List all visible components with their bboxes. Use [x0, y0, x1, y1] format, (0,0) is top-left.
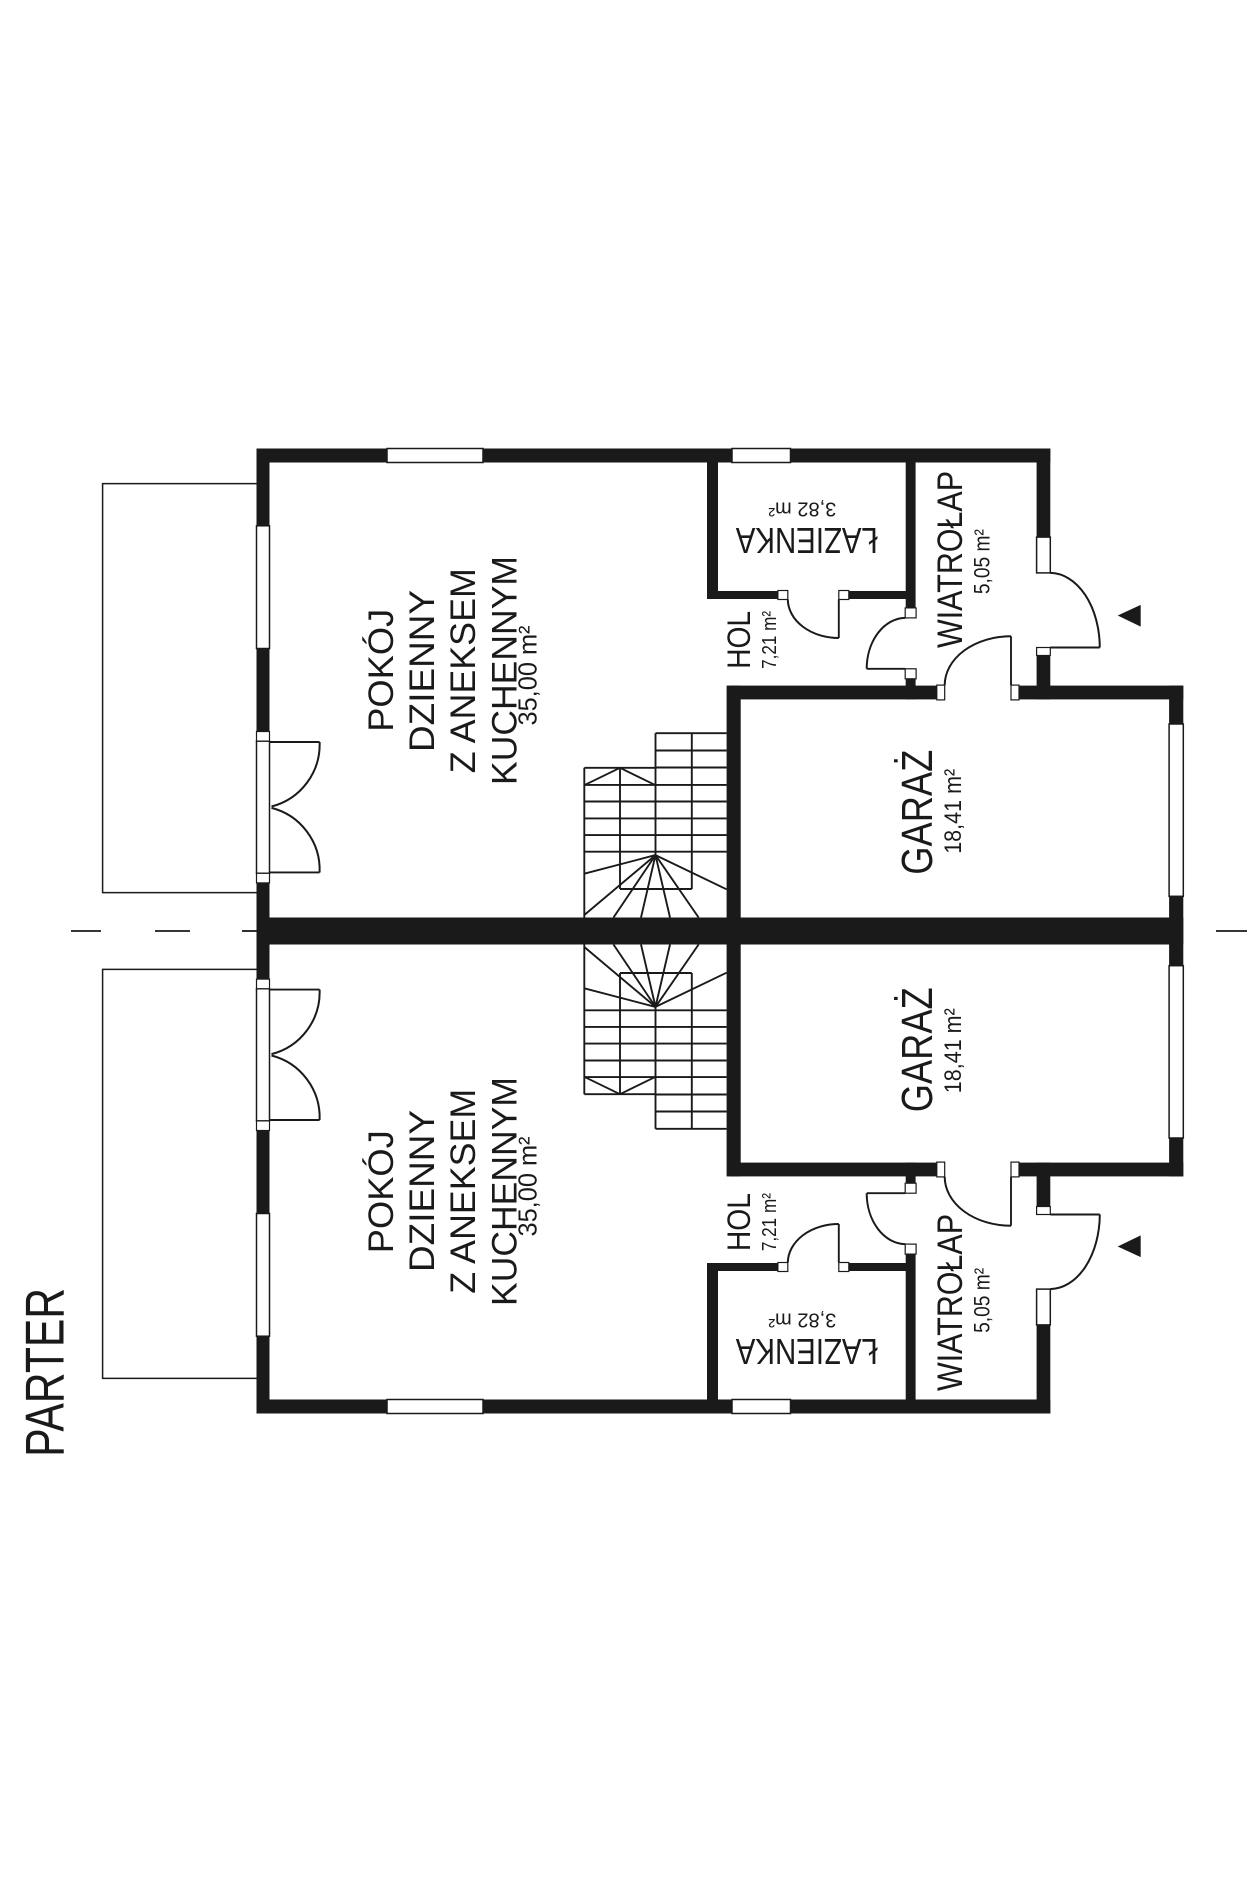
svg-text:POKÓJ: POKÓJ	[362, 609, 401, 732]
svg-text:KUCHENNYM: KUCHENNYM	[486, 1077, 525, 1306]
svg-text:7,21 m²: 7,21 m²	[759, 1193, 781, 1251]
svg-text:DZIENNY: DZIENNY	[403, 590, 442, 752]
svg-text:18,41 m²: 18,41 m²	[940, 769, 967, 854]
svg-text:PARTER: PARTER	[14, 1288, 76, 1457]
svg-text:GARAŻ: GARAŻ	[893, 987, 942, 1112]
svg-text:5,05 m²: 5,05 m²	[970, 529, 995, 594]
svg-text:Z ANEKSEM: Z ANEKSEM	[444, 568, 483, 773]
svg-text:WIATROŁAP: WIATROŁAP	[931, 1214, 970, 1391]
svg-text:18,41 m²: 18,41 m²	[940, 1008, 967, 1093]
svg-text:GARAŻ: GARAŻ	[893, 750, 942, 875]
svg-text:7,21 m²: 7,21 m²	[759, 611, 781, 669]
svg-text:DZIENNY: DZIENNY	[403, 1110, 442, 1272]
svg-text:ŁAZIENKA: ŁAZIENKA	[736, 1331, 878, 1372]
svg-text:3,82 m²: 3,82 m²	[768, 498, 836, 520]
svg-text:5,05 m²: 5,05 m²	[970, 1268, 995, 1333]
svg-text:KUCHENNYM: KUCHENNYM	[486, 556, 525, 785]
svg-text:ŁAZIENKA: ŁAZIENKA	[736, 520, 878, 561]
svg-text:HOL: HOL	[721, 611, 757, 669]
svg-text:35,00 m²: 35,00 m²	[512, 625, 542, 725]
svg-text:WIATROŁAP: WIATROŁAP	[931, 471, 970, 648]
svg-text:HOL: HOL	[721, 1193, 757, 1251]
svg-text:35,00 m²: 35,00 m²	[512, 1136, 542, 1236]
svg-text:POKÓJ: POKÓJ	[362, 1130, 401, 1253]
svg-text:3,82 m²: 3,82 m²	[768, 1308, 836, 1330]
svg-text:Z ANEKSEM: Z ANEKSEM	[444, 1089, 483, 1294]
